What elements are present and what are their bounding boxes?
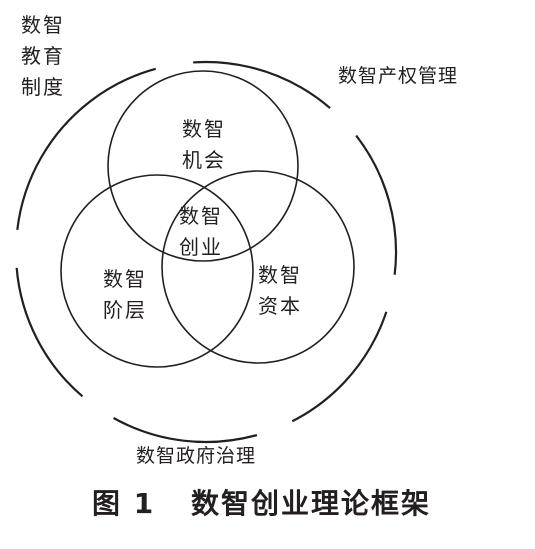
label-entrepreneurship-center: 数智 创业	[179, 201, 223, 263]
center-line-1: 数智	[179, 204, 223, 228]
caption-title: 数智创业理论框架	[190, 487, 431, 520]
education-line-1: 数智	[21, 13, 65, 37]
center-line-2: 创业	[179, 235, 223, 259]
label-capital: 数智 资本	[258, 260, 302, 322]
label-government-governance: 数智政府治理	[136, 445, 257, 467]
capital-line-1: 数智	[258, 263, 302, 287]
label-opportunity: 数智 机会	[182, 114, 226, 176]
circle-opportunity	[107, 70, 299, 262]
caption-number: 图 1	[92, 487, 156, 520]
capital-line-2: 资本	[258, 294, 302, 318]
opportunity-line-1: 数智	[182, 117, 226, 141]
outer-dashed-ring	[14, 60, 398, 444]
label-property-management: 数智产权管理	[338, 65, 459, 87]
label-education-system: 数智 教育 制度	[21, 10, 65, 103]
education-line-3: 制度	[21, 75, 65, 99]
opportunity-line-2: 机会	[182, 148, 226, 172]
class-line-2: 阶层	[103, 298, 147, 322]
circle-capital	[161, 170, 355, 364]
label-class: 数智 阶层	[103, 264, 147, 326]
education-line-2: 教育	[21, 44, 65, 68]
class-line-1: 数智	[103, 267, 147, 291]
figure-caption: 图 1 数智创业理论框架	[92, 482, 431, 522]
circle-class	[60, 174, 254, 368]
